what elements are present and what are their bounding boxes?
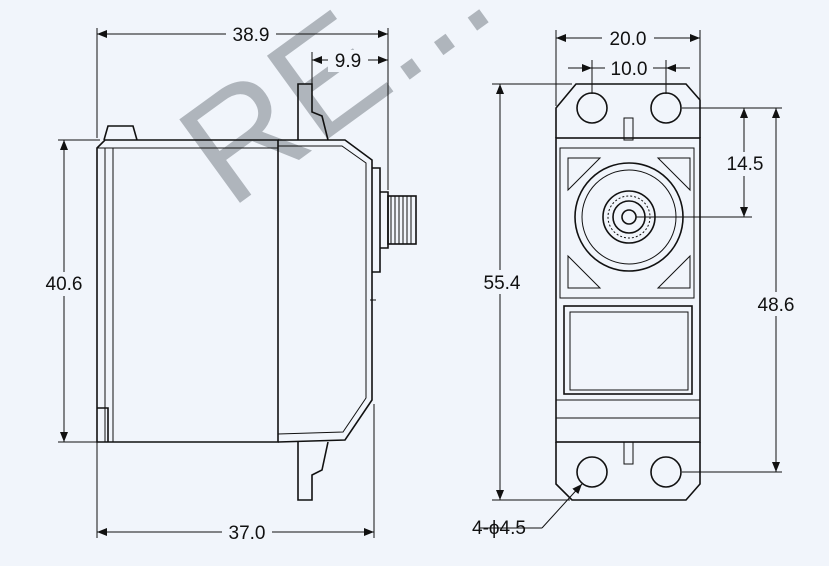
mount-hole-bottom-left: [576, 456, 608, 488]
mount-hole-bottom-right: [650, 456, 682, 488]
dim-overall-length: 38.9: [233, 25, 270, 46]
dim-overall-width: 20.0: [610, 29, 647, 50]
front-top-ear: [555, 83, 701, 138]
dim-flange-offset: 9.9: [335, 51, 361, 72]
dim-height: 40.6: [46, 274, 83, 295]
side-shaft-boss: [372, 167, 381, 273]
output-shaft: [621, 209, 637, 225]
side-flange-lower: [297, 441, 329, 501]
watermark-text: RE...: [150, 0, 518, 236]
side-output-spline: [387, 195, 417, 245]
dim-body-length: 37.0: [229, 523, 266, 544]
side-view: 38.9 9.9 40.6 37.0: [40, 22, 417, 544]
label-recess: [563, 305, 693, 395]
dim-overall-height: 55.4: [484, 273, 521, 294]
front-bottom-ear: [555, 442, 701, 501]
dim-shaft-offset: 14.5: [727, 154, 764, 175]
side-bottom-tab: [97, 407, 109, 442]
front-view: 20.0 10.0 55.4 14.5 48.6 4-ϕ4.5: [472, 26, 800, 539]
side-flange-upper: [297, 83, 329, 141]
mount-hole-top-right: [650, 92, 682, 124]
callout-mount-holes: 4-ϕ4.5: [472, 518, 526, 539]
front-main-body: [555, 137, 701, 443]
dim-hole-spacing: 10.0: [611, 59, 648, 80]
side-main-body: [96, 139, 279, 443]
mount-hole-top-left: [576, 92, 608, 124]
side-gear-housing: [277, 139, 373, 443]
side-spline-base: [380, 191, 389, 249]
dim-hole-pitch-vertical: 48.6: [758, 295, 795, 316]
side-top-tab: [103, 125, 138, 141]
